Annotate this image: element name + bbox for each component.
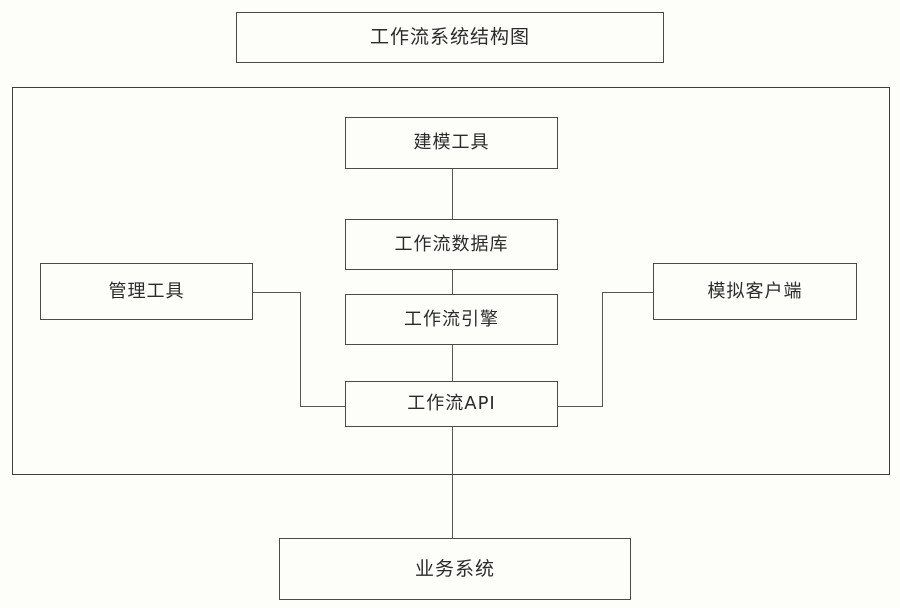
node-modeling-tool-label: 建模工具: [413, 132, 490, 153]
node-business-system-label: 业务系统: [414, 557, 495, 580]
workflow-system-boundary: [12, 87, 890, 475]
connector-client-to-api-segment-2: [602, 292, 603, 406]
node-workflow-database[interactable]: 工作流数据库: [345, 219, 558, 270]
connector-management-to-api-segment-2: [300, 292, 301, 406]
node-workflow-engine[interactable]: 工作流引擎: [345, 294, 558, 345]
node-management-tool[interactable]: 管理工具: [40, 263, 253, 320]
node-simulation-client[interactable]: 模拟客户端: [653, 263, 857, 320]
node-workflow-engine-label: 工作流引擎: [404, 308, 499, 330]
node-management-tool-label: 管理工具: [108, 280, 185, 302]
diagram-title-box: 工作流系统结构图: [236, 12, 664, 63]
node-workflow-api-label: 工作流API: [407, 393, 496, 414]
connector-management-to-api-segment-3: [300, 406, 346, 407]
connector-modeling-to-database: [452, 169, 453, 219]
connector-management-to-api-segment-1: [253, 292, 301, 293]
connector-engine-to-api: [452, 345, 453, 381]
node-simulation-client-label: 模拟客户端: [707, 280, 803, 302]
node-workflow-api[interactable]: 工作流API: [345, 381, 558, 427]
node-business-system[interactable]: 业务系统: [279, 538, 631, 600]
connector-api-to-business-system: [452, 427, 453, 538]
connector-client-to-api-segment-3: [557, 406, 603, 407]
node-modeling-tool[interactable]: 建模工具: [345, 117, 558, 169]
node-workflow-database-label: 工作流数据库: [394, 233, 509, 255]
connector-database-to-engine: [452, 270, 453, 294]
diagram-title-label: 工作流系统结构图: [369, 26, 530, 48]
connector-client-to-api-segment-1: [602, 292, 654, 293]
